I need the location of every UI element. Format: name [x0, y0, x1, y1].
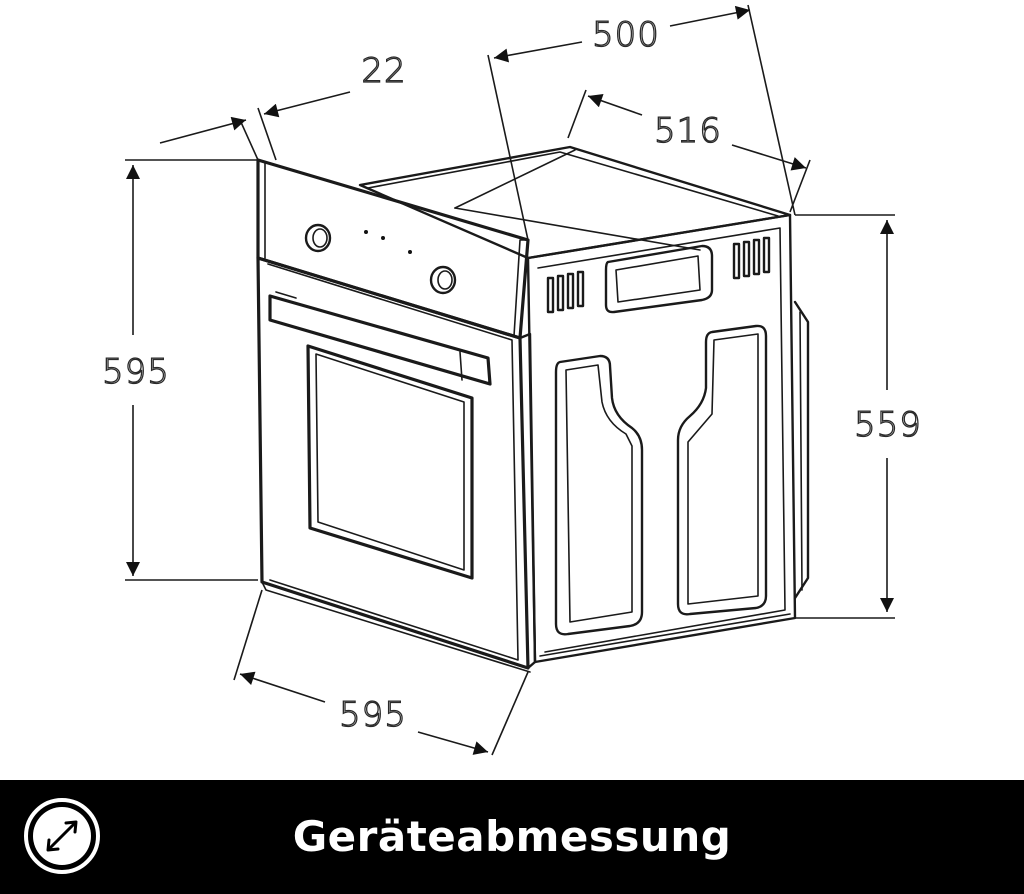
vent-left: [546, 270, 585, 314]
dim-label-body-depth: 516: [654, 111, 722, 151]
dimension-lines: [125, 4, 895, 756]
footer-title: Geräteabmessung: [292, 812, 732, 861]
dimension-labels: 500 22 516 595 559 595: [101, 14, 922, 735]
oven-front: [256, 158, 537, 673]
dim-label-front-width: 595: [339, 695, 407, 735]
oven-drawing: 500 22 516 595 559 595: [101, 4, 922, 756]
dim-label-total-depth: 500: [592, 15, 660, 55]
vent-right: [732, 236, 771, 280]
knob-right-icon: [429, 265, 457, 295]
footer-banner: Geräteabmessung: [0, 780, 1024, 894]
dim-label-body-height: 559: [854, 405, 922, 445]
oven-dimension-diagram: 500 22 516 595 559 595: [101, 4, 922, 756]
resize-diagonal-arrow-icon: [22, 796, 102, 876]
knob-left-icon: [304, 223, 332, 253]
oven-body: [358, 145, 810, 664]
dim-label-panel-depth: 22: [361, 51, 406, 91]
dim-label-front-height: 595: [102, 352, 170, 392]
